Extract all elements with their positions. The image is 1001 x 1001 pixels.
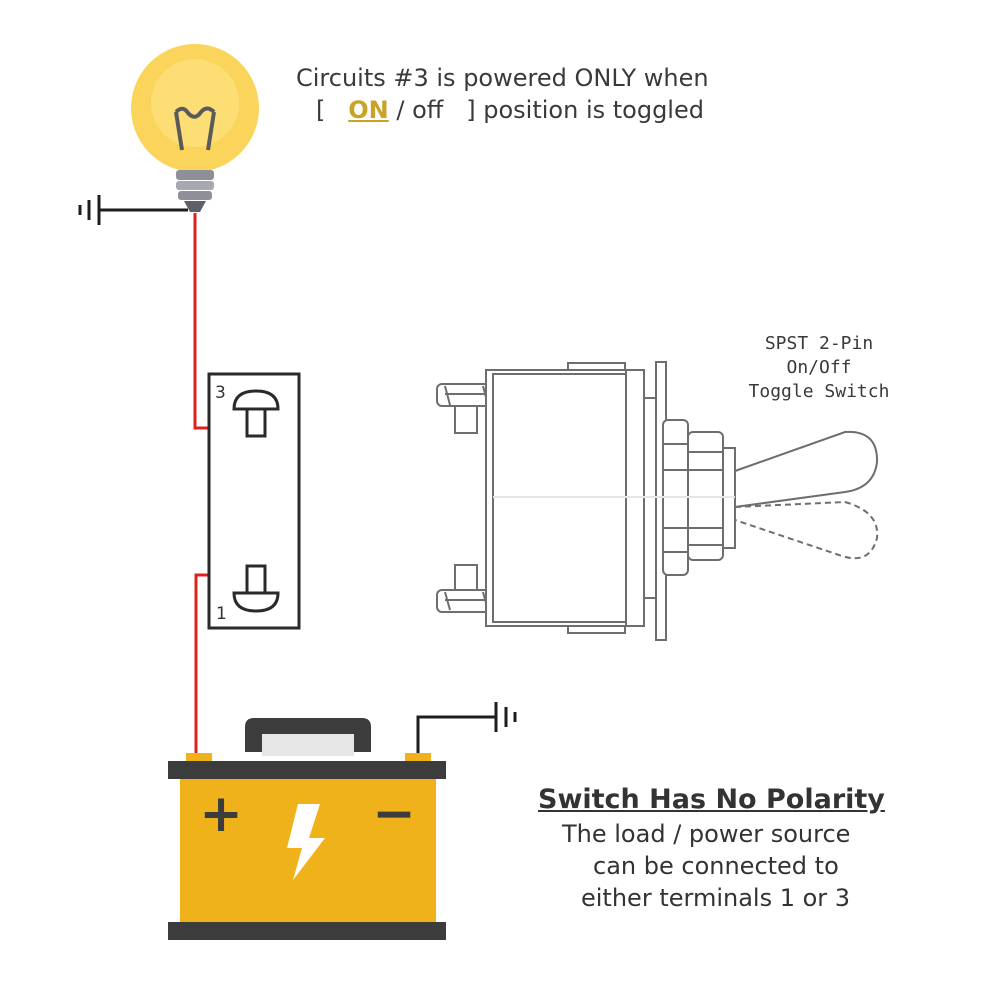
toggle-switch-drawing — [436, 361, 879, 641]
toggle-label-line2: On/Off — [786, 357, 852, 378]
toggle-label-line1: SPST 2-Pin — [764, 333, 874, 354]
light-bulb-icon — [131, 44, 259, 212]
lightning-bolt-icon — [287, 804, 325, 880]
switch-schematic — [207, 372, 301, 630]
polarity-note-line2: can be connected to — [593, 852, 839, 880]
ground-symbol-bulb-icon — [78, 195, 188, 225]
polarity-note-title: Switch Has No Polarity — [538, 784, 885, 815]
car-battery-icon — [168, 718, 446, 940]
ground-symbol-battery-icon — [416, 702, 517, 753]
bracket-close: ] — [466, 96, 476, 124]
header-title: Circuits #3 is powered ONLY when — [296, 64, 709, 92]
polarity-note-line3: either terminals 1 or 3 — [581, 884, 851, 912]
off-state-label: / off — [396, 96, 444, 124]
bracket-open: [ — [316, 96, 326, 124]
battery-negative-symbol: − — [372, 784, 416, 844]
terminal-1-label: 1 — [216, 604, 227, 624]
polarity-note-line1: The load / power source — [562, 820, 851, 848]
header-subtitle: [ ON / off ] position is toggled — [316, 96, 704, 124]
on-state-label: ON — [348, 96, 389, 124]
toggle-label-line3: Toggle Switch — [748, 381, 890, 402]
header-tail: position is toggled — [483, 96, 704, 124]
battery-positive-symbol: + — [199, 784, 243, 844]
terminal-3-label: 3 — [215, 383, 226, 403]
